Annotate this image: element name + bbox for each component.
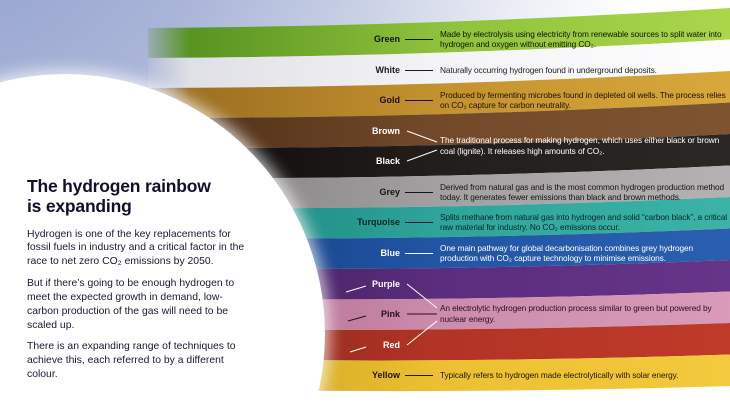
band-label-pink: Pink (380, 309, 400, 319)
leader-line-gold (405, 99, 433, 101)
band-brown (148, 102, 730, 149)
band-row-yellow: Yellow Typically refers to hydrogen made… (337, 357, 730, 393)
band-description-blue: One main pathway for global decarbonisat… (440, 242, 694, 264)
band-row-white: White Naturally occurring hydrogen found… (337, 52, 730, 88)
page-title-line-2: is expanding (27, 196, 132, 217)
band-row-purple: Purple (337, 266, 730, 302)
band-row-grey: Grey Derived from natural gas and is the… (337, 174, 730, 210)
band-row-turquoise: Turquoise Splits methane from natural ga… (337, 204, 730, 240)
intro-panel: The hydrogen rainbow is expanding Hydrog… (27, 176, 245, 382)
band-description-grey: Derived from natural gas and is the most… (440, 181, 725, 203)
band-label-purple: Purple (371, 279, 400, 289)
band-label-white: White (375, 65, 401, 75)
band-white (148, 39, 730, 88)
intro-paragraph-2: But if there’s going to be enough hydrog… (27, 278, 235, 331)
band-description-green: Made by electrolysis using electricity f… (440, 28, 722, 50)
leader-line-blue (405, 252, 433, 254)
band-row-pink: Pink (337, 296, 730, 332)
band-row-brown: Brown (337, 113, 730, 149)
band-description-gold: Produced by fermenting microbes found in… (440, 89, 726, 111)
band-grey (148, 165, 730, 209)
band-row-green: Green Made by electrolysis using electri… (337, 21, 730, 57)
band-label-brown: Brown (372, 126, 400, 136)
band-gold (148, 71, 730, 119)
band-label-yellow: Yellow (371, 370, 400, 380)
leader-line-white (405, 69, 433, 71)
band-row-blue: Blue One main pathway for global decarbo… (337, 235, 730, 271)
band-description-purple-pink-red: An electrolytic hydrogen production proc… (440, 303, 712, 324)
band-black (148, 134, 730, 179)
band-label-black: Black (375, 156, 400, 166)
leader-line-yellow (405, 374, 433, 376)
band-description-white: Naturally occurring hydrogen found in un… (440, 64, 657, 75)
band-row-black: Black (337, 143, 730, 179)
band-label-gold: Gold (379, 95, 401, 105)
intro-paragraph-1: Hydrogen is one of the key replacements … (27, 228, 245, 268)
band-description-turquoise: Splits methane from natural gas into hyd… (440, 211, 727, 233)
band-row-gold: Gold Produced by fermenting microbes fou… (337, 82, 730, 118)
intro-paragraph-3: There is an expanding range of technique… (27, 341, 236, 381)
leader-line-green (405, 38, 433, 40)
band-label-turquoise: Turquoise (357, 217, 400, 227)
band-description-yellow: Typically refers to hydrogen made electr… (440, 369, 679, 380)
band-label-blue: Blue (380, 248, 400, 258)
band-label-green: Green (373, 34, 400, 44)
page-title-line-1: The hydrogen rainbow (27, 176, 211, 196)
band-label-red: Red (382, 340, 400, 350)
leader-line-grey (405, 191, 433, 193)
page-title: The hydrogen rainbow is expanding (27, 176, 245, 217)
band-green (148, 8, 730, 58)
leader-line-turquoise (405, 221, 433, 223)
band-row-red: Red (337, 327, 730, 363)
band-label-grey: Grey (379, 187, 400, 197)
band-description-brown-black: The traditional process for making hydro… (440, 135, 720, 156)
